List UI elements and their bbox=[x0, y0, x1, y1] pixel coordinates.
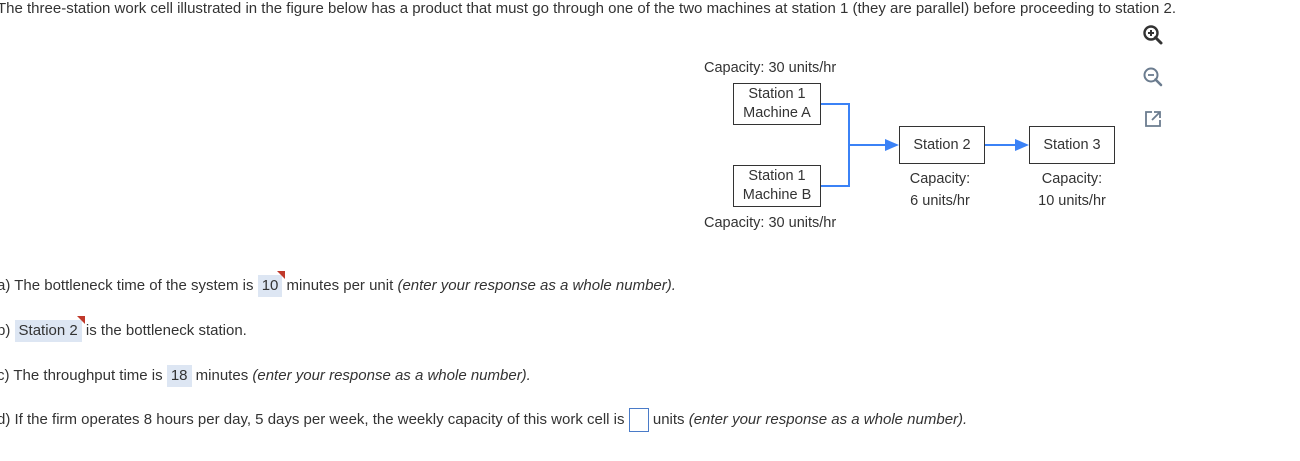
answer-d-input[interactable] bbox=[628, 408, 649, 432]
station1a-capacity: Capacity: 30 units/hr bbox=[704, 60, 837, 76]
machine-a-label: Machine A bbox=[743, 105, 811, 121]
incorrect-marker-icon bbox=[277, 271, 286, 279]
station1b-label: Station 1 bbox=[748, 168, 806, 184]
answer-b-value: Station 2 bbox=[18, 322, 78, 339]
station2-capacity: Capacity: 6 units/hr bbox=[906, 168, 974, 212]
answer-c-field[interactable]: 18 bbox=[166, 365, 192, 387]
station2-capacity-value: 6 units/hr bbox=[910, 193, 970, 209]
zoom-in-icon bbox=[1143, 25, 1163, 45]
station1b-capacity: Capacity: 30 units/hr bbox=[704, 215, 837, 231]
station1-machine-b-box: Station 1 Machine B bbox=[733, 165, 821, 207]
zoom-out-button[interactable] bbox=[1138, 62, 1168, 92]
zoom-in-button[interactable] bbox=[1138, 20, 1168, 50]
question-c-prefix: c) The throughput time is bbox=[0, 367, 163, 384]
station3-capacity-value: 10 units/hr bbox=[1038, 193, 1106, 209]
station2-capacity-label: Capacity: bbox=[909, 171, 971, 187]
arrow-to-station3-head bbox=[1015, 139, 1029, 151]
question-b-prefix: b) bbox=[0, 322, 11, 339]
popout-icon bbox=[1145, 111, 1161, 127]
answer-c-value: 18 bbox=[170, 367, 188, 384]
question-a-hint: (enter your response as a whole number). bbox=[397, 277, 676, 294]
station3-box: Station 3 bbox=[1029, 126, 1115, 164]
station1a-label: Station 1 bbox=[748, 86, 806, 102]
question-d-hint: (enter your response as a whole number). bbox=[688, 410, 968, 428]
question-d: d) If the firm operates 8 hours per day,… bbox=[0, 408, 967, 432]
problem-intro: The three-station work cell illustrated … bbox=[0, 0, 1177, 17]
question-b: b) Station 2 is the bottleneck station. bbox=[0, 316, 247, 342]
question-c-suffix: minutes bbox=[195, 367, 249, 384]
answer-a-field[interactable]: 10 bbox=[257, 271, 286, 297]
station2-box: Station 2 bbox=[899, 126, 985, 164]
incorrect-marker-icon bbox=[76, 316, 85, 324]
station3-capacity: Capacity: 10 units/hr bbox=[1032, 168, 1112, 212]
question-c: c) The throughput time is 18 minutes (en… bbox=[0, 365, 531, 387]
machine-b-label: Machine B bbox=[742, 187, 812, 203]
station3-capacity-label: Capacity: bbox=[1041, 171, 1103, 187]
arrow-to-station2-head bbox=[885, 139, 899, 151]
popout-button[interactable] bbox=[1138, 104, 1168, 134]
question-c-hint: (enter your response as a whole number). bbox=[252, 367, 531, 384]
answer-a-value: 10 bbox=[261, 277, 279, 294]
parallel-bracket-connector bbox=[821, 103, 850, 187]
question-a-suffix: minutes per unit bbox=[286, 277, 394, 294]
question-a: a) The bottleneck time of the system is … bbox=[0, 271, 676, 297]
question-b-suffix: is the bottleneck station. bbox=[85, 322, 247, 339]
question-d-prefix: d) If the firm operates 8 hours per day,… bbox=[0, 410, 625, 428]
question-d-suffix: units bbox=[652, 410, 685, 428]
zoom-out-icon bbox=[1143, 67, 1163, 87]
answer-b-field[interactable]: Station 2 bbox=[14, 316, 85, 342]
station1-machine-a-box: Station 1 Machine A bbox=[733, 83, 821, 125]
question-a-prefix: a) The bottleneck time of the system is bbox=[0, 277, 254, 294]
